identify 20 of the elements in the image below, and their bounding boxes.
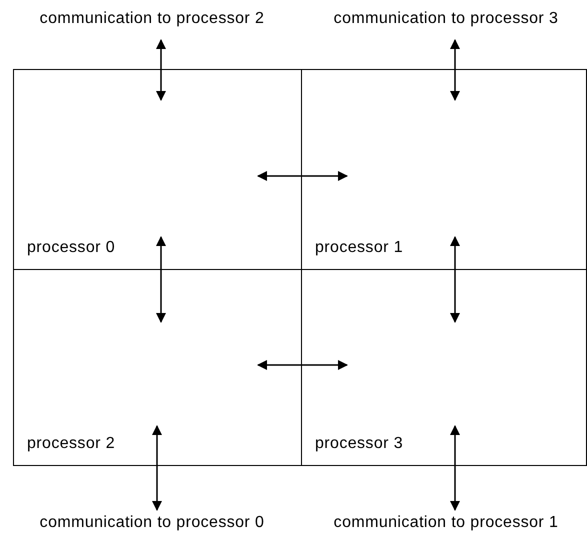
processor-box — [301, 69, 587, 270]
double-arrow — [450, 39, 460, 101]
communication-label: communication to processor 3 — [308, 10, 584, 32]
double-arrow — [156, 39, 166, 101]
double-arrow — [257, 171, 348, 181]
processor-label: processor 0 — [27, 239, 115, 257]
processor-label: processor 1 — [315, 239, 403, 257]
communication-label: communication to processor 2 — [16, 10, 288, 32]
processor-box — [301, 269, 587, 466]
double-arrow — [450, 425, 460, 511]
processor-box — [13, 269, 302, 466]
double-arrow — [450, 236, 460, 323]
double-arrow — [152, 425, 162, 511]
processor-box — [13, 69, 302, 270]
double-arrow — [156, 236, 166, 323]
processor-label: processor 2 — [27, 435, 115, 453]
communication-label: communication to processor 1 — [308, 514, 584, 536]
double-arrow — [257, 360, 348, 370]
processor-label: processor 3 — [315, 435, 403, 453]
communication-label: communication to processor 0 — [16, 514, 288, 536]
